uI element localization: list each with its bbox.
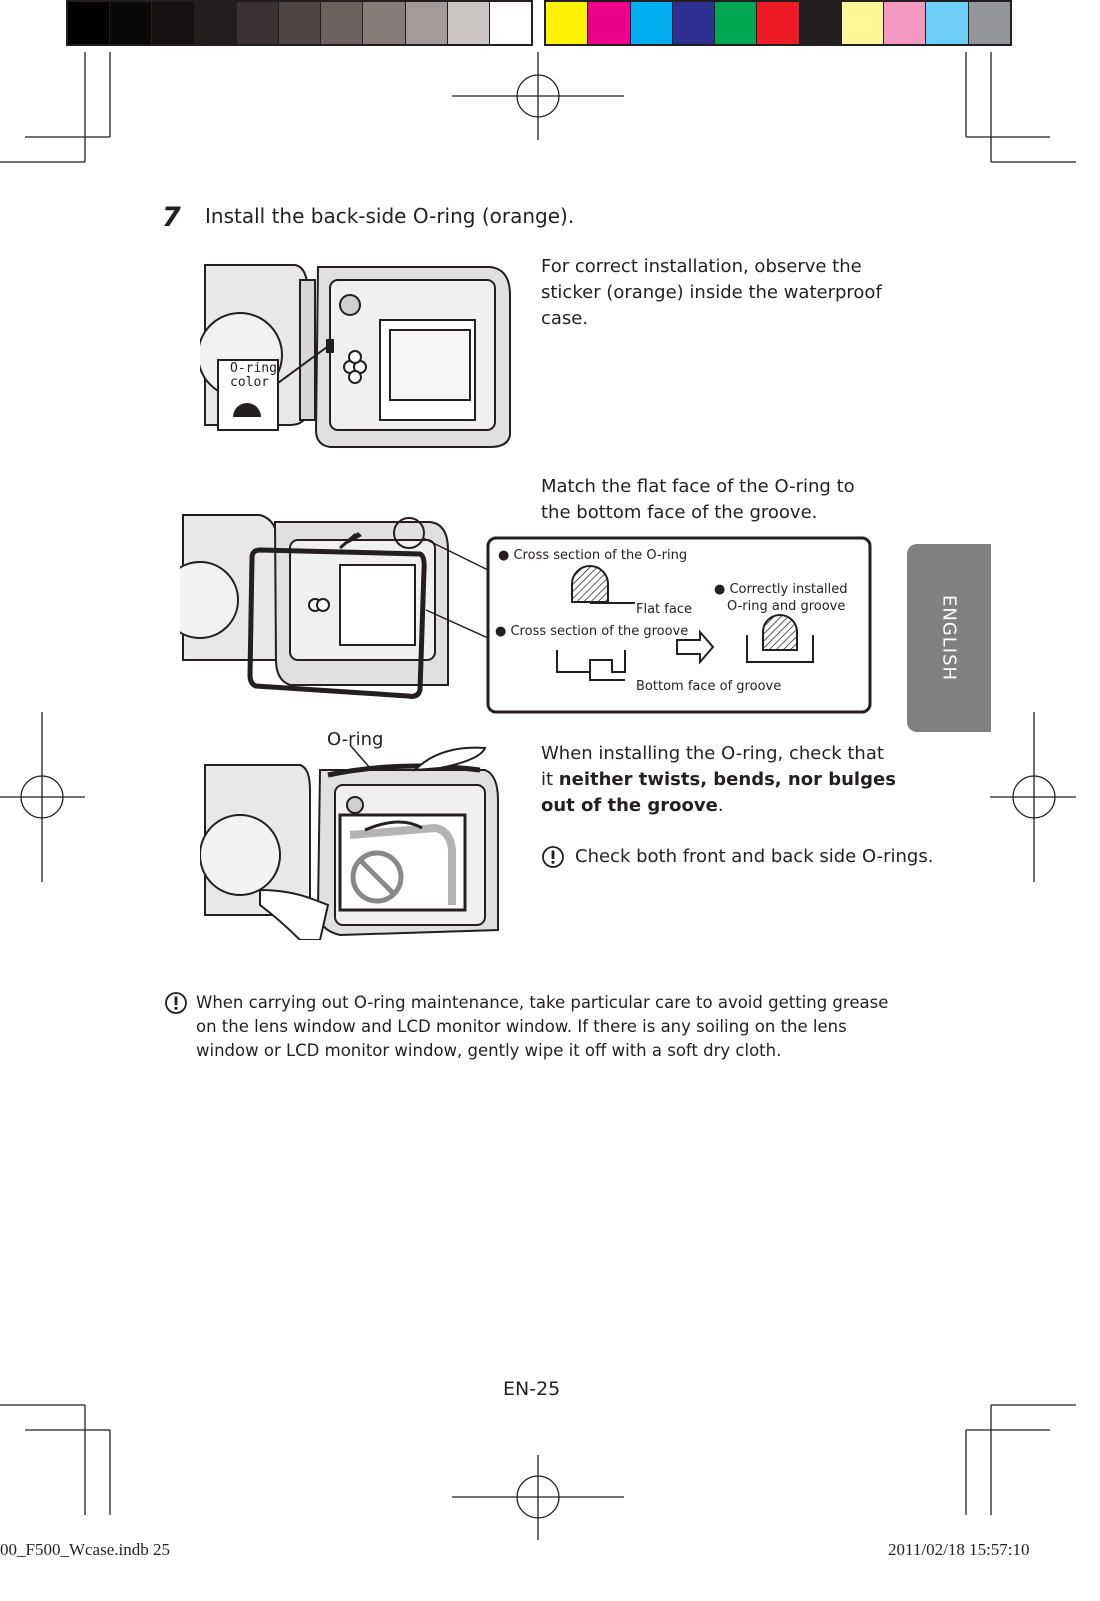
correct-label-1: ● Correctly installed	[714, 581, 848, 598]
page-number: EN-25	[503, 1376, 560, 1402]
step-number: 7	[162, 202, 181, 233]
flat-face-label: Flat face	[636, 601, 692, 618]
language-tab-label: ENGLISH	[939, 595, 960, 681]
caution-icon	[164, 991, 188, 1015]
cross-section-oring-label: ● Cross section of the O-ring	[498, 547, 687, 564]
check-oring-illustration	[200, 740, 510, 940]
maintenance-note: When carrying out O-ring maintenance, ta…	[196, 991, 896, 1063]
check-both-note: Check both front and back side O-rings.	[575, 844, 933, 870]
bottom-face-label: Bottom face of groove	[636, 678, 781, 695]
correct-label-2: O-ring and groove	[727, 598, 845, 615]
step-title: Install the back-side O-ring (orange).	[205, 204, 574, 228]
cross-section-groove-label: ● Cross section of the groove	[495, 623, 688, 640]
caution-icon	[541, 845, 565, 869]
footer-timestamp: 2011/02/18 15:57:10	[888, 1540, 1030, 1560]
language-tab: ENGLISH	[907, 544, 991, 732]
check-twist-note: When installing the O-ring, check that i…	[541, 741, 901, 819]
open-case-illustration	[200, 255, 525, 455]
sticker-note: For correct installation, observe the st…	[541, 254, 901, 332]
oring-color-label-2: color	[230, 376, 269, 390]
footer-file: 00_F500_Wcase.indb 25	[0, 1540, 170, 1560]
oring-color-label-1: O-ring	[230, 362, 277, 376]
registration-mark-icon	[0, 52, 1076, 1540]
